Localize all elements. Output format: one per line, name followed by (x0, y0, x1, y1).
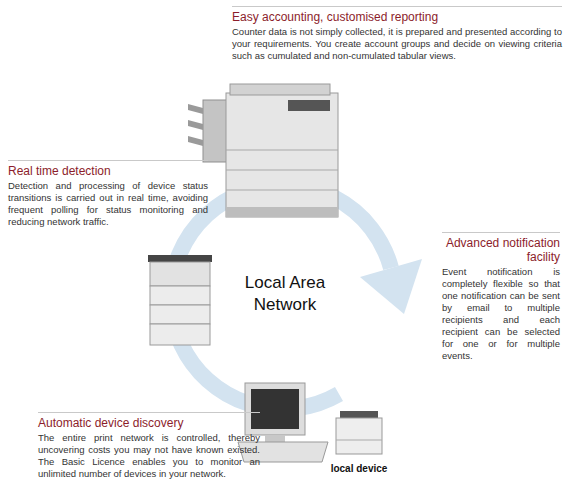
screen (251, 389, 299, 429)
network-label: Local Area Network (225, 272, 345, 316)
callout-heading: Advanced notification facility (442, 236, 560, 264)
callout-text: The entire print network is controlled, … (38, 432, 260, 480)
drawer-line (226, 190, 338, 191)
local-printer (336, 411, 382, 454)
printer-top (148, 255, 212, 262)
callout-box: Real time detectionDetection and process… (8, 160, 208, 228)
ring-arrowhead (360, 259, 422, 314)
callout-heading: Easy accounting, customised reporting (232, 10, 562, 24)
printer-body (336, 418, 382, 454)
drawer-line (226, 150, 338, 151)
paper-tray (150, 324, 210, 345)
paper-tray (150, 286, 210, 305)
output-tray (188, 136, 203, 146)
scanner-lid (230, 84, 330, 95)
drawer-line (226, 170, 338, 171)
callout-text: Event notification is completely flexibl… (442, 266, 560, 362)
output-tray (188, 120, 203, 130)
paper-tray (150, 305, 210, 324)
callout-text: Detection and processing of device statu… (8, 180, 208, 228)
monitor-stand (265, 435, 285, 442)
output-tray (188, 104, 203, 114)
callout-box: Advanced notification facilityEvent noti… (442, 232, 560, 362)
copier-base (226, 207, 338, 217)
callout-box: Automatic device discoveryThe entire pri… (38, 412, 260, 480)
tray-line (336, 440, 382, 441)
copier-body (226, 93, 338, 217)
monitor (245, 383, 305, 435)
network-printer (148, 255, 212, 345)
callout-heading: Automatic device discovery (38, 416, 260, 430)
printer-body (150, 262, 210, 286)
copier (188, 84, 338, 217)
callout-box: Easy accounting, customised reportingCou… (232, 6, 562, 62)
control-panel (288, 100, 330, 111)
device-label: local device (326, 462, 392, 475)
finisher (203, 100, 227, 162)
callout-text: Counter data is not simply collected, it… (232, 26, 562, 62)
callout-heading: Real time detection (8, 164, 208, 178)
